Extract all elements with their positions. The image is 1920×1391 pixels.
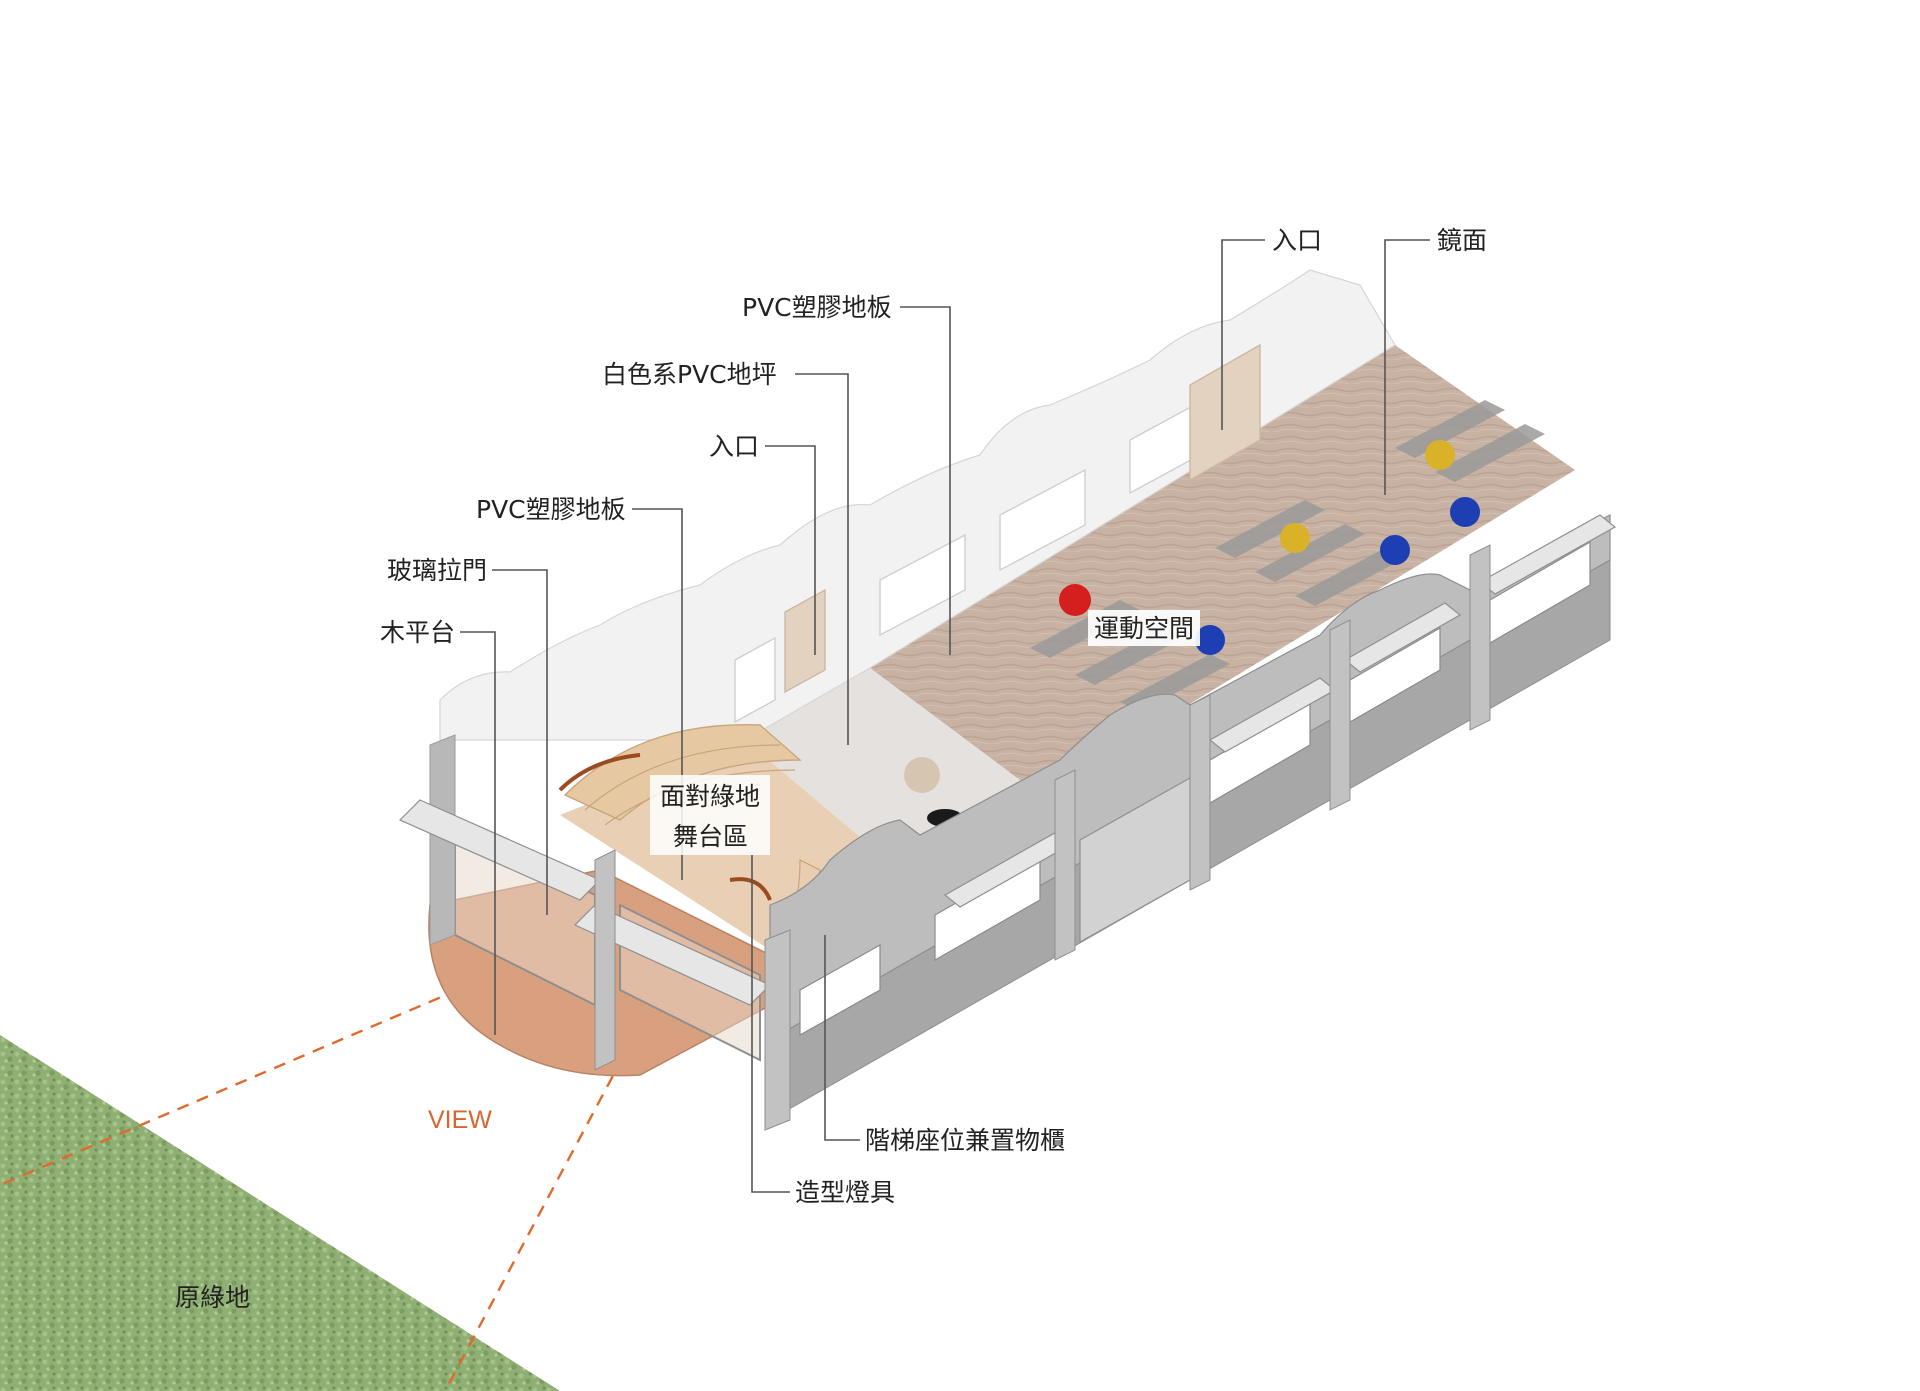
label-entrance-top: 入口	[1272, 226, 1322, 255]
light-fixture	[558, 753, 772, 901]
label-stage-line1: 面對綠地	[660, 782, 760, 811]
stage-label-box	[650, 775, 770, 855]
ball-blue	[1195, 625, 1225, 655]
label-wood-deck: 木平台	[380, 618, 455, 647]
ball-blue	[1450, 497, 1480, 527]
original-green-area	[0, 1035, 560, 1391]
label-glass-door: 玻璃拉門	[387, 556, 487, 585]
ball-red	[1059, 584, 1091, 616]
label-pvc-floor-top: PVC塑膠地板	[742, 293, 892, 322]
label-stair-seating: 階梯座位兼置物櫃	[865, 1126, 1065, 1155]
ball-yellow	[1425, 440, 1455, 470]
label-pvc-floor-left: PVC塑膠地板	[476, 495, 626, 524]
ball-blue	[1380, 535, 1410, 565]
label-original-green: 原綠地	[175, 1283, 250, 1312]
back-doors	[784, 343, 1261, 694]
label-view: VIEW	[428, 1106, 492, 1134]
label-light-fixture: 造型燈具	[795, 1178, 895, 1207]
front-columns	[594, 544, 1491, 1131]
exercise-space-box	[1088, 610, 1200, 646]
label-stage-line2: 舞台區	[673, 822, 748, 851]
leader-lines	[460, 239, 1430, 1193]
pvc-floor-main	[870, 345, 1575, 795]
back-wall	[439, 269, 1396, 741]
label-white-pvc-floor: 白色系PVC地坪	[602, 360, 777, 389]
ball-beige	[904, 757, 940, 793]
label-exercise-space: 運動空間	[1094, 614, 1194, 643]
label-entrance-left: 入口	[709, 432, 759, 461]
front-windows	[799, 540, 1591, 1037]
view-lines	[0, 938, 674, 1391]
front-awnings	[398, 514, 1617, 1006]
ball-yellow	[1280, 523, 1310, 553]
label-mirror: 鏡面	[1437, 226, 1487, 255]
end-wall-left	[429, 734, 456, 946]
